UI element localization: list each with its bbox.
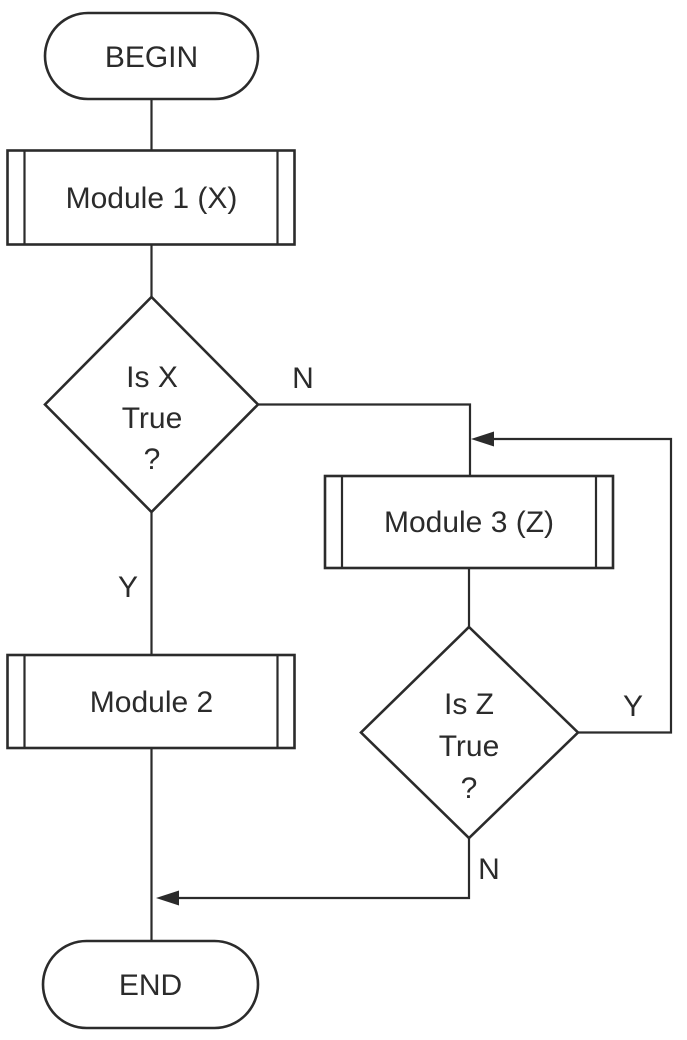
node-module2: Module 2	[6, 653, 296, 750]
decision-x-diamond-shape	[43, 295, 260, 514]
edge-label-z-yes: Y	[623, 690, 643, 723]
node-begin: BEGIN	[43, 11, 260, 101]
edges	[150, 99, 673, 941]
edge-label-x-no: N	[292, 362, 314, 395]
node-end: END	[41, 939, 260, 1030]
merge-arrowhead-icon	[156, 890, 179, 906]
module2-process-shape	[6, 653, 296, 750]
begin-terminator-shape	[43, 11, 260, 101]
edge-decision-z-no-merge	[177, 838, 471, 900]
decision-x-label-line3: ?	[144, 443, 161, 476]
edge-labels: N Y Y N	[118, 362, 643, 886]
decision-x-label-line2: True	[122, 402, 183, 435]
end-terminator-shape	[41, 939, 260, 1030]
module2-label: Module 2	[90, 686, 213, 719]
decision-z-label-line2: True	[439, 730, 500, 763]
decision-x-label-line1: Is X	[126, 361, 178, 394]
node-decision-z: Is Z True ?	[359, 625, 580, 840]
node-module3: Module 3 (Z)	[323, 474, 615, 570]
module3-label: Module 3 (Z)	[384, 506, 554, 539]
decision-z-label-line1: Is Z	[444, 688, 494, 721]
edge-decision-x-no-module3	[258, 403, 472, 476]
edge-decision-z-yes-loop	[492, 437, 673, 734]
decision-z-diamond-shape	[359, 625, 580, 840]
begin-label: BEGIN	[105, 41, 198, 74]
loop-arrowhead-icon	[471, 431, 494, 447]
module1-process-shape	[6, 149, 296, 246]
module3-process-shape	[323, 474, 615, 570]
module1-label: Module 1 (X)	[66, 182, 238, 215]
node-module1: Module 1 (X)	[6, 149, 296, 246]
node-decision-x: Is X True ?	[43, 295, 260, 514]
decision-z-label-line3: ?	[461, 772, 478, 805]
edge-label-z-no: N	[478, 853, 500, 886]
end-label: END	[119, 969, 182, 1002]
edge-label-x-yes: Y	[118, 571, 138, 604]
